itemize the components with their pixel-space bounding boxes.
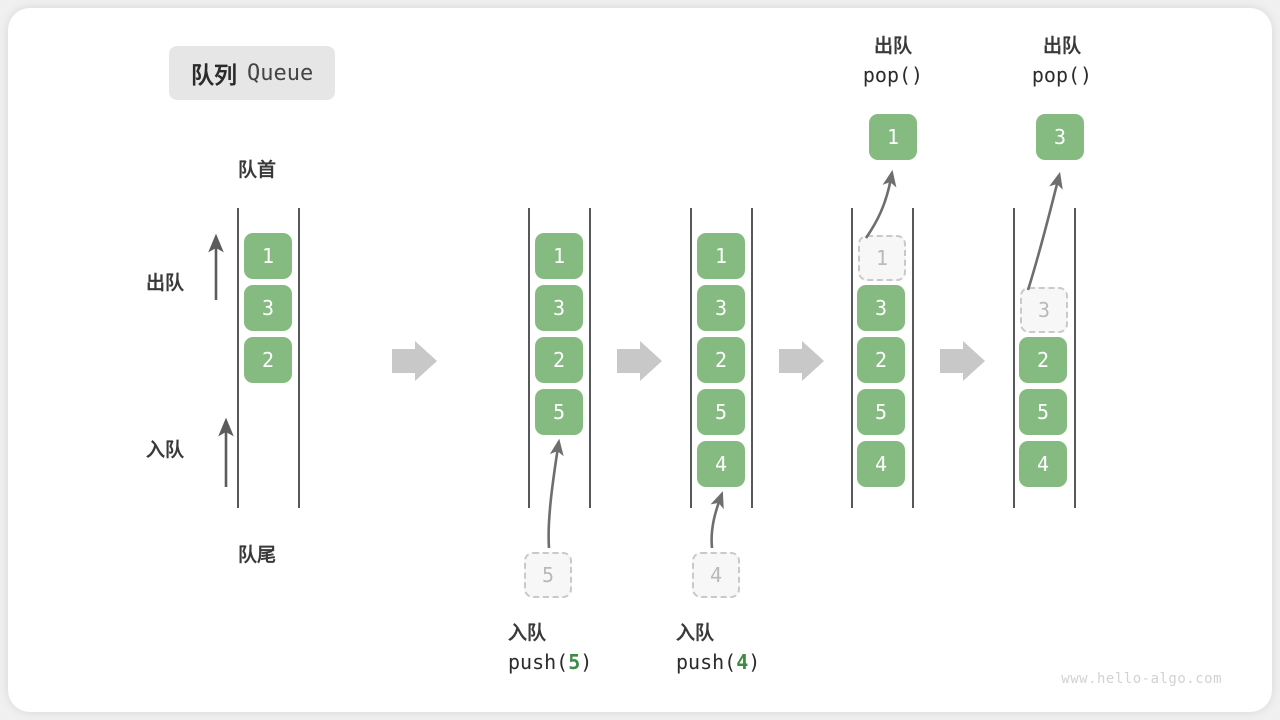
watermark: www.hello-algo.com <box>1061 671 1222 687</box>
queue-cell: 2 <box>857 337 905 383</box>
queue-cell: 2 <box>697 337 745 383</box>
popped-element-1: 1 <box>869 114 917 160</box>
rail-left-col1 <box>237 208 239 508</box>
queue-cell: 3 <box>535 285 583 331</box>
caption-push4-code: push(4) <box>676 649 761 674</box>
caption-pop-1: 出队 pop() <box>846 33 940 90</box>
queue-cell: 3 <box>697 285 745 331</box>
label-enqueue: 入队 <box>146 440 185 461</box>
queue-cell: 5 <box>857 389 905 435</box>
queue-cell: 3 <box>244 285 292 331</box>
caption-push-4: 入队 push(4) <box>676 620 760 677</box>
rail-left-col2 <box>528 208 530 508</box>
queue-cell-new: 4 <box>697 441 745 487</box>
caption-pop-3: 出队 pop() <box>1015 33 1109 90</box>
queue-cell: 2 <box>535 337 583 383</box>
queue-cell: 2 <box>1019 337 1067 383</box>
queue-cell: 1 <box>697 233 745 279</box>
rail-left-col5 <box>1013 208 1015 508</box>
popped-element-3: 3 <box>1036 114 1084 160</box>
caption-pop3-cn: 出队 <box>1042 36 1081 57</box>
rail-right-col3 <box>751 208 753 508</box>
caption-pop1-cn: 出队 <box>873 36 912 57</box>
ghost-cell-pop1: 1 <box>858 235 906 281</box>
rail-left-col4 <box>851 208 853 508</box>
queue-cell: 5 <box>697 389 745 435</box>
caption-pop1-code: pop() <box>862 62 924 87</box>
title-english: Queue <box>247 60 314 86</box>
caption-push5-code: push(5) <box>508 649 593 674</box>
ghost-cell-push5: 5 <box>524 552 572 598</box>
diagram-title-chip: 队列 Queue <box>169 46 336 100</box>
queue-cell: 5 <box>1019 389 1067 435</box>
queue-cell: 2 <box>244 337 292 383</box>
label-queue-head: 队首 <box>238 160 277 181</box>
rail-right-col5 <box>1074 208 1076 508</box>
queue-cell: 4 <box>857 441 905 487</box>
queue-cell: 4 <box>1019 441 1067 487</box>
label-queue-tail: 队尾 <box>238 545 277 566</box>
label-dequeue: 出队 <box>146 273 185 294</box>
queue-cell: 1 <box>244 233 292 279</box>
caption-push4-cn: 入队 <box>676 623 715 644</box>
rail-right-col2 <box>589 208 591 508</box>
ghost-cell-pop3: 3 <box>1020 287 1068 333</box>
caption-pop3-code: pop() <box>1031 62 1093 87</box>
caption-push5-cn: 入队 <box>508 623 547 644</box>
queue-cell: 1 <box>535 233 583 279</box>
ghost-cell-push4: 4 <box>692 552 740 598</box>
rail-right-col4 <box>912 208 914 508</box>
title-chinese: 队列 <box>191 62 237 88</box>
caption-push-5: 入队 push(5) <box>508 620 592 677</box>
diagram-card <box>8 8 1272 712</box>
rail-right-col1 <box>298 208 300 508</box>
queue-cell-new: 5 <box>535 389 583 435</box>
rail-left-col3 <box>690 208 692 508</box>
queue-cell: 3 <box>857 285 905 331</box>
